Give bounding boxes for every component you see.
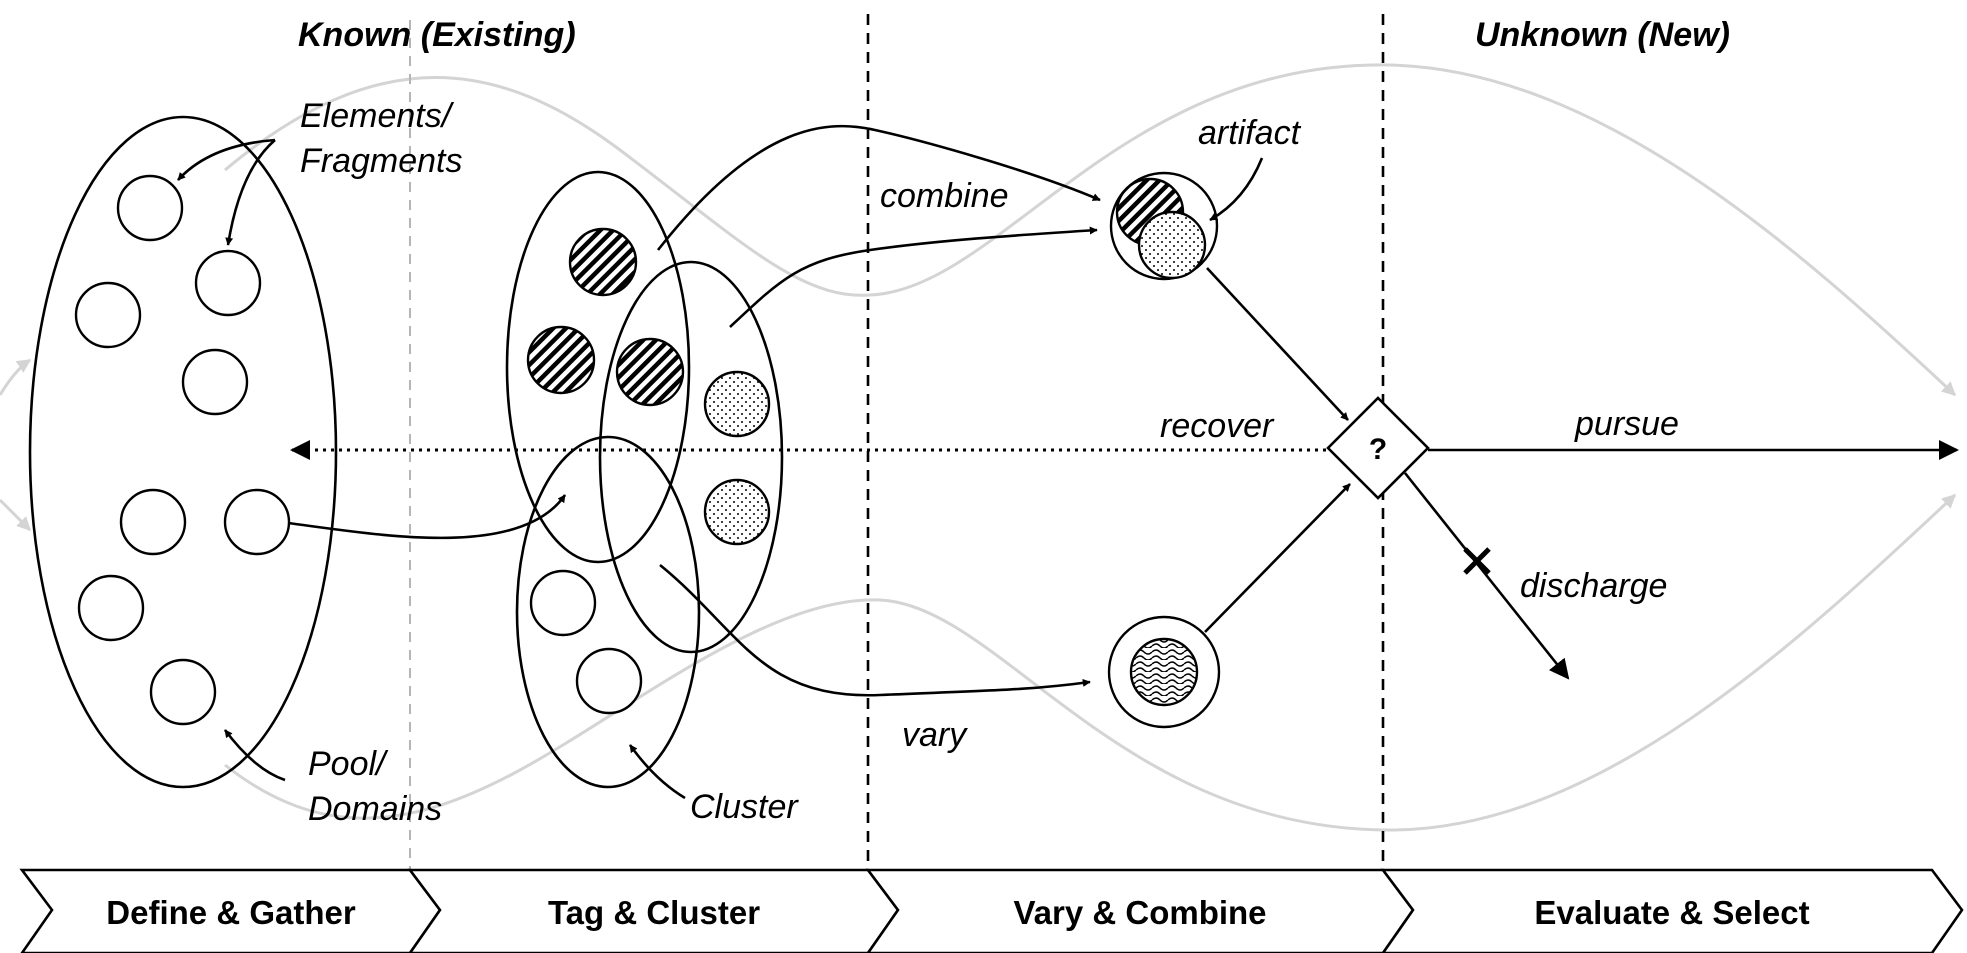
vary-arrow	[659, 563, 1091, 697]
element-circle	[149, 658, 217, 726]
varied-artifact	[1107, 615, 1221, 729]
vary-label: vary	[902, 716, 968, 754]
known-header: Known (Existing)	[298, 16, 576, 54]
artifact-to-decision-arrow	[1206, 267, 1349, 421]
combine-arrow	[729, 226, 1098, 328]
cluster-label: Cluster	[690, 788, 799, 826]
hatched-element	[615, 337, 685, 407]
gather-arrow	[287, 494, 567, 540]
pool-label-line2: Domains	[308, 790, 442, 828]
element-circle	[116, 174, 184, 242]
element-circle	[223, 488, 291, 556]
combine-arrow	[656, 124, 1101, 251]
stage-label: Tag & Cluster	[548, 894, 760, 931]
stage-bar: Define & Gather Tag & Cluster Vary & Com…	[19, 868, 1964, 953]
discharge-arrow	[1403, 472, 1570, 680]
cluster-group	[505, 170, 784, 789]
element-circle	[74, 281, 142, 349]
cluster-arrow	[628, 744, 686, 800]
combine-label: combine	[880, 177, 1009, 215]
element-circle	[77, 574, 145, 642]
artifact	[1109, 171, 1219, 281]
elements-label-line1: Elements/	[300, 97, 455, 135]
pool-arrow	[223, 729, 286, 782]
hatched-element	[568, 227, 638, 297]
stage-label: Define & Gather	[106, 894, 356, 931]
element-circle	[119, 488, 187, 556]
element-circle	[575, 647, 643, 715]
background-flow-curves	[0, 63, 1957, 832]
elements-arrow	[225, 139, 276, 246]
artifact-label: artifact	[1198, 114, 1302, 152]
dotted-element	[703, 370, 771, 438]
hatched-element	[526, 325, 596, 395]
pool-label-line1: Pool/	[308, 745, 389, 783]
element-circle	[181, 348, 249, 416]
artifact-label-arrow	[1209, 157, 1264, 222]
decision-symbol: ?	[1369, 433, 1387, 466]
unknown-header: Unknown (New)	[1475, 16, 1730, 54]
decision-diamond: ?	[1326, 396, 1430, 500]
discharge-x-icon	[1463, 547, 1491, 575]
stage-label: Evaluate & Select	[1534, 894, 1809, 931]
dotted-element	[703, 478, 771, 546]
recover-label: recover	[1160, 407, 1275, 445]
pursue-label: pursue	[1574, 405, 1679, 443]
element-circle	[529, 569, 597, 637]
pool-domains	[28, 115, 338, 789]
varied-to-decision-arrow	[1204, 483, 1351, 633]
elements-arrow	[177, 138, 276, 181]
element-circle	[194, 249, 262, 317]
discharge-label: discharge	[1520, 567, 1667, 605]
elements-label-line2: Fragments	[300, 142, 463, 180]
stage-label: Vary & Combine	[1013, 894, 1266, 931]
stage-chevron	[1380, 868, 1964, 953]
